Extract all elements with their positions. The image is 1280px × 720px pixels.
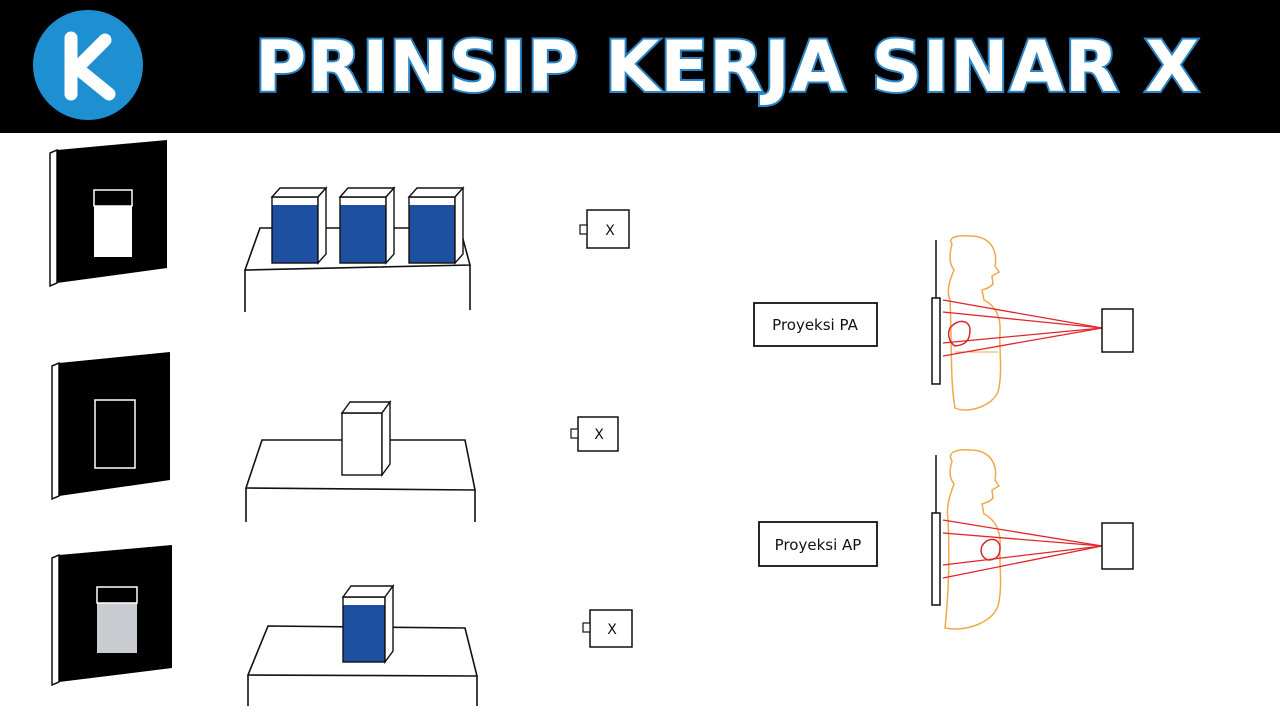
xray-source-icon: X: [570, 416, 619, 452]
water-container-icon: [338, 186, 396, 265]
table-3: [246, 625, 479, 706]
xray-film-icon: [49, 140, 167, 288]
heart-icon: [980, 538, 1001, 561]
human-body-icon: [944, 449, 1002, 630]
xray-source-icon: [1101, 522, 1134, 570]
xray-film-plate: [931, 455, 941, 606]
xray-film-icon: [51, 545, 172, 687]
xray-source-icon: X: [582, 609, 633, 648]
projection-ap-label: Proyeksi AP: [758, 521, 878, 567]
water-container-icon: [341, 583, 395, 665]
table-2: [244, 439, 476, 522]
xray-source-icon: X: [579, 209, 630, 249]
xray-source-label: X: [607, 622, 617, 638]
xray-film-icon: [51, 352, 170, 501]
logo-k-glyph: [64, 31, 116, 101]
water-container-icon: [270, 186, 328, 265]
empty-container-icon: [340, 399, 392, 478]
projection-pa-label: Proyeksi PA: [753, 302, 878, 347]
xray-beam-pa: [942, 299, 1103, 357]
water-container-icon: [407, 186, 465, 265]
xray-source-icon: [1101, 308, 1134, 353]
projection-pa-text: Proyeksi PA: [772, 316, 858, 334]
xray-beam-ap: [942, 519, 1103, 579]
projection-ap-text: Proyeksi AP: [775, 536, 862, 554]
xray-source-label: X: [605, 223, 615, 239]
xray-film-plate: [931, 240, 941, 385]
logo-k-icon[interactable]: [33, 10, 143, 120]
header-bar: PRINSIP KERJA SINAR X: [0, 0, 1280, 133]
page-title: PRINSIP KERJA SINAR X: [253, 24, 1201, 110]
xray-source-label: X: [594, 427, 604, 443]
diagram-canvas: X X X: [49, 140, 1134, 706]
